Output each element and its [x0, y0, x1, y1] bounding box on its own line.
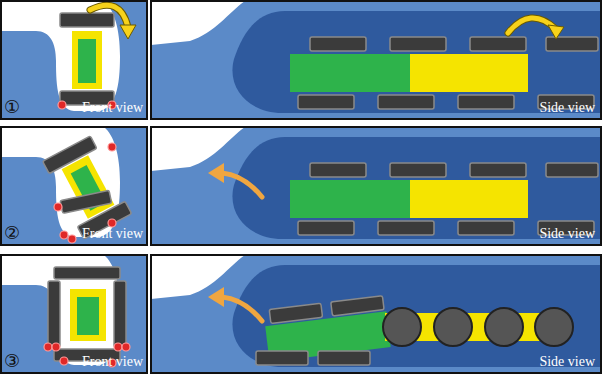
dot: [60, 357, 68, 365]
track: [390, 163, 446, 177]
track: [298, 95, 354, 109]
track: [60, 190, 112, 213]
front-view: [1, 255, 147, 373]
dot: [58, 101, 66, 109]
wheel: [485, 308, 523, 346]
dot: [68, 235, 76, 243]
arrow-y-out: [90, 5, 128, 27]
panel: [1, 127, 601, 245]
track: [310, 37, 366, 51]
view-label: Front view: [82, 227, 143, 241]
terrain: [1, 1, 147, 119]
dot: [60, 231, 68, 239]
track: [390, 37, 446, 51]
arrow-o: [222, 297, 262, 321]
dot: [122, 343, 130, 351]
front-view: [1, 127, 147, 245]
body-yellow: [72, 31, 102, 89]
body-yellow: [410, 54, 528, 92]
panel: [1, 1, 601, 119]
terrain: [151, 255, 601, 373]
frame: [1, 1, 147, 119]
arrow-o: [222, 173, 262, 197]
callout-number: ①: [4, 98, 20, 116]
track: [458, 95, 514, 109]
panel: [1, 255, 601, 373]
wheel: [383, 308, 421, 346]
wheel: [535, 308, 573, 346]
frame: [151, 255, 601, 373]
body-yellow: [70, 289, 106, 341]
view-label: Side view: [539, 101, 595, 115]
frame: [1, 127, 147, 245]
view-label: Side view: [539, 227, 595, 241]
air: [151, 127, 245, 171]
terrain: [1, 127, 147, 245]
head-y: [548, 25, 564, 39]
cavity: [232, 11, 601, 113]
view-label: Side view: [539, 355, 595, 369]
frame: [1, 255, 147, 373]
dot: [54, 203, 62, 211]
head-o: [208, 287, 224, 307]
body-green: [77, 297, 99, 335]
dot: [52, 343, 60, 351]
track: [60, 13, 114, 27]
head-o: [208, 163, 224, 183]
body-yellow: [410, 180, 528, 218]
frame: [151, 127, 601, 245]
track: [470, 37, 526, 51]
arrow-y: [90, 5, 128, 27]
track: [546, 37, 598, 51]
air: [1, 255, 120, 365]
group: [60, 190, 112, 213]
track: [470, 163, 526, 177]
head-y: [120, 25, 136, 39]
terrain: [151, 1, 601, 119]
cavity: [232, 265, 601, 367]
air: [151, 1, 245, 45]
air: [151, 255, 245, 299]
cavity: [232, 137, 601, 239]
air: [1, 1, 120, 111]
body-green: [290, 180, 410, 218]
track: [54, 267, 120, 279]
side-view: [151, 127, 601, 245]
view-label: Front view: [82, 101, 143, 115]
track: [298, 221, 354, 235]
callout-number: ②: [4, 224, 20, 242]
track: [48, 281, 60, 347]
body-green: [290, 54, 410, 92]
frame: [151, 1, 601, 119]
dot: [114, 343, 122, 351]
terrain: [1, 255, 147, 373]
view-label: Front view: [82, 355, 143, 369]
side-view: [151, 1, 601, 119]
wheel: [434, 308, 472, 346]
group: [43, 136, 132, 239]
dot: [44, 343, 52, 351]
callout-number: ③: [4, 352, 20, 370]
track: [458, 221, 514, 235]
track: [378, 221, 434, 235]
front-view: [1, 1, 147, 119]
body-green: [78, 39, 96, 83]
terrain: [151, 127, 601, 245]
track: [256, 351, 308, 365]
track: [378, 95, 434, 109]
track: [318, 351, 370, 365]
side-view: [151, 255, 601, 373]
dot: [108, 219, 116, 227]
track: [114, 281, 126, 347]
track: [546, 163, 598, 177]
track: [310, 163, 366, 177]
dot: [108, 143, 116, 151]
